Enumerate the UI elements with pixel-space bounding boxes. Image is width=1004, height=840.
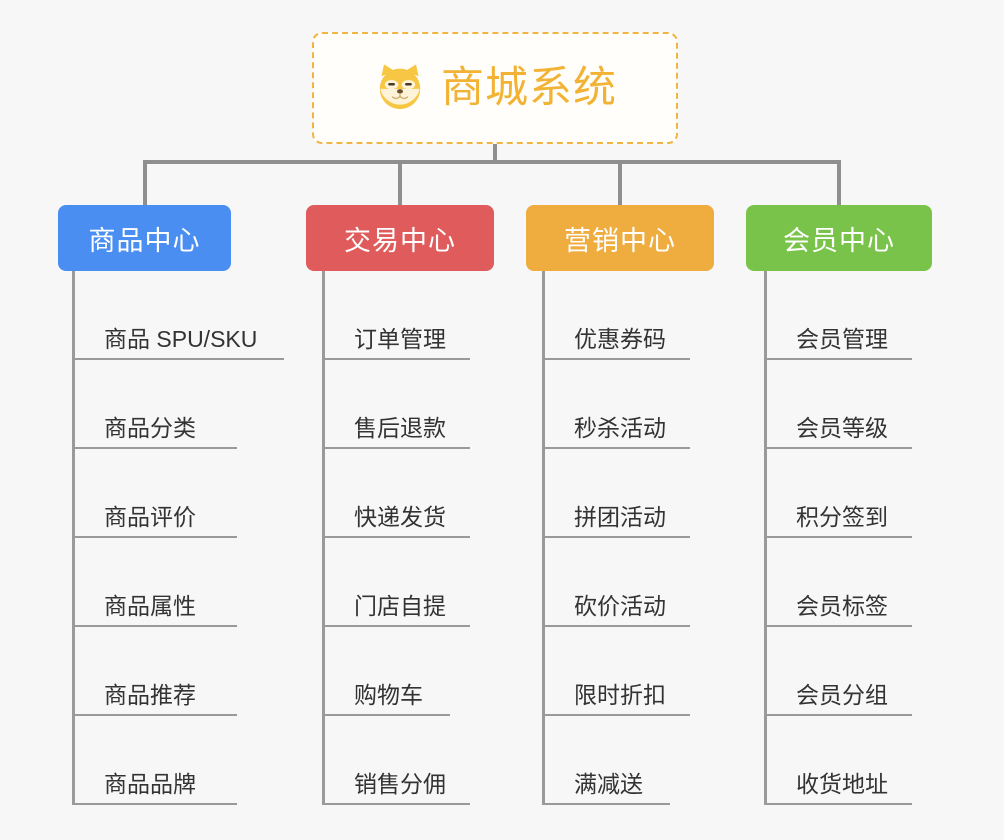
leaf-item-label: 砍价活动 bbox=[574, 593, 666, 619]
root-stem-line bbox=[493, 144, 497, 164]
leaf-item-label: 会员分组 bbox=[796, 682, 888, 708]
leaf-item-label: 销售分佣 bbox=[354, 771, 446, 797]
leaf-list-1: 商品 SPU/SKU 商品分类商品评价商品属性商品推荐商品品牌 bbox=[72, 271, 284, 805]
leaf-item-label: 商品推荐 bbox=[104, 682, 196, 708]
leaf-item[interactable]: 订单管理 bbox=[322, 271, 470, 360]
leaf-item[interactable]: 拼团活动 bbox=[542, 449, 690, 538]
leaf-item[interactable]: 商品分类 bbox=[72, 360, 237, 449]
leaf-item[interactable]: 销售分佣 bbox=[322, 716, 470, 805]
leaf-item-label: 会员等级 bbox=[796, 415, 888, 441]
leaf-item[interactable]: 商品属性 bbox=[72, 538, 237, 627]
root-node[interactable]: 商城系统 bbox=[312, 32, 678, 144]
branch-drop-line-4 bbox=[837, 160, 841, 205]
leaf-item[interactable]: 秒杀活动 bbox=[542, 360, 690, 449]
leaf-item[interactable]: 收货地址 bbox=[764, 716, 912, 805]
branch-drop-line-3 bbox=[618, 160, 622, 205]
leaf-item[interactable]: 砍价活动 bbox=[542, 538, 690, 627]
branch-spine-2 bbox=[322, 271, 325, 805]
leaf-item-label: 商品品牌 bbox=[104, 771, 196, 797]
branch-header-1[interactable]: 商品中心 bbox=[58, 205, 231, 271]
branch-header-2[interactable]: 交易中心 bbox=[306, 205, 494, 271]
branch-header-label: 营销中心 bbox=[564, 225, 676, 256]
branch-drop-line-2 bbox=[398, 160, 402, 205]
leaf-item-label: 会员标签 bbox=[796, 593, 888, 619]
leaf-item-label: 订单管理 bbox=[354, 326, 446, 352]
leaf-item[interactable]: 商品推荐 bbox=[72, 627, 237, 716]
leaf-list-3: 优惠券码秒杀活动拼团活动砍价活动限时折扣满减送 bbox=[542, 271, 690, 805]
branch-header-label: 交易中心 bbox=[344, 225, 456, 256]
branch-header-label: 商品中心 bbox=[88, 225, 201, 256]
leaf-item-label: 商品 SPU/SKU bbox=[104, 326, 258, 352]
leaf-item-label: 收货地址 bbox=[796, 771, 888, 797]
leaf-item-label: 积分签到 bbox=[796, 504, 888, 530]
leaf-item-label: 限时折扣 bbox=[574, 682, 666, 708]
leaf-item-label: 商品评价 bbox=[104, 504, 196, 530]
leaf-item[interactable]: 满减送 bbox=[542, 716, 670, 805]
leaf-item[interactable]: 会员标签 bbox=[764, 538, 912, 627]
branch-spine-3 bbox=[542, 271, 545, 805]
branch-drop-line-1 bbox=[142, 160, 147, 205]
leaf-item[interactable]: 会员管理 bbox=[764, 271, 912, 360]
leaf-item-label: 拼团活动 bbox=[574, 504, 666, 530]
leaf-item[interactable]: 会员等级 bbox=[764, 360, 912, 449]
leaf-item[interactable]: 门店自提 bbox=[322, 538, 470, 627]
branch-spine-1 bbox=[72, 271, 75, 805]
leaf-item-label: 购物车 bbox=[354, 682, 423, 708]
branch-spine-4 bbox=[764, 271, 767, 805]
leaf-item-label: 优惠券码 bbox=[574, 326, 666, 352]
leaf-item[interactable]: 积分签到 bbox=[764, 449, 912, 538]
leaf-item-label: 会员管理 bbox=[796, 326, 888, 352]
leaf-list-4: 会员管理会员等级积分签到会员标签会员分组收货地址 bbox=[764, 271, 912, 805]
root-title: 商城系统 bbox=[441, 63, 617, 112]
leaf-item[interactable]: 售后退款 bbox=[322, 360, 470, 449]
leaf-item[interactable]: 优惠券码 bbox=[542, 271, 690, 360]
leaf-item-label: 秒杀活动 bbox=[574, 415, 666, 441]
branch-header-4[interactable]: 会员中心 bbox=[746, 205, 932, 271]
leaf-item-label: 商品属性 bbox=[104, 593, 196, 619]
leaf-item[interactable]: 购物车 bbox=[322, 627, 450, 716]
leaf-item[interactable]: 快递发货 bbox=[322, 449, 470, 538]
horizontal-bus-line bbox=[142, 160, 841, 164]
leaf-item-label: 门店自提 bbox=[354, 593, 446, 619]
shiba-dog-face-icon bbox=[379, 64, 421, 110]
branch-header-label: 会员中心 bbox=[783, 225, 895, 256]
leaf-item[interactable]: 限时折扣 bbox=[542, 627, 690, 716]
branch-header-3[interactable]: 营销中心 bbox=[526, 205, 714, 271]
leaf-item[interactable]: 商品品牌 bbox=[72, 716, 237, 805]
leaf-item-label: 售后退款 bbox=[354, 415, 446, 441]
leaf-list-2: 订单管理售后退款快递发货门店自提购物车销售分佣 bbox=[322, 271, 470, 805]
leaf-item[interactable]: 商品 SPU/SKU bbox=[72, 271, 284, 360]
leaf-item-label: 满减送 bbox=[574, 771, 643, 797]
leaf-item[interactable]: 商品评价 bbox=[72, 449, 237, 538]
leaf-item-label: 商品分类 bbox=[104, 415, 196, 441]
leaf-item-label: 快递发货 bbox=[354, 504, 446, 530]
leaf-item[interactable]: 会员分组 bbox=[764, 627, 912, 716]
